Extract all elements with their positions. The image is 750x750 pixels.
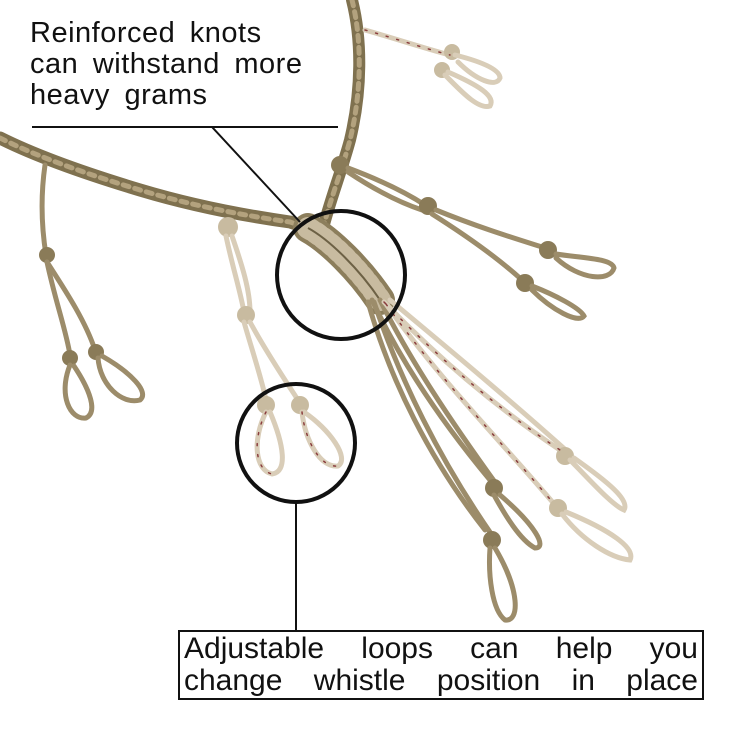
left-tan-loops bbox=[39, 162, 145, 421]
knots-callout-line-1: Reinforced knots bbox=[30, 17, 262, 49]
loops-callout-box: Adjustable loops can help you change whi… bbox=[178, 630, 704, 700]
center-light-loops bbox=[218, 217, 345, 477]
loops-callout-line-2: change whistle position in place bbox=[184, 664, 698, 697]
top-right-light-loops bbox=[362, 27, 503, 109]
braided-main-cord bbox=[0, 0, 366, 239]
right-tan-loops bbox=[331, 156, 617, 321]
knots-callout-text: Reinforced knots can withstand more heav… bbox=[30, 18, 350, 111]
lower-light-loops bbox=[381, 297, 634, 563]
loops-callout-line-1: Adjustable loops can help you bbox=[184, 632, 698, 665]
lower-tan-loops bbox=[365, 297, 543, 623]
reinforced-knot bbox=[293, 213, 395, 315]
knot-callout-pointer bbox=[32, 126, 407, 341]
loop-callout-pointer bbox=[235, 382, 357, 630]
knot-highlight-circle bbox=[275, 209, 407, 341]
knots-callout-line-2: can withstand more bbox=[30, 48, 303, 80]
knots-callout-line-3: heavy grams bbox=[30, 79, 208, 111]
